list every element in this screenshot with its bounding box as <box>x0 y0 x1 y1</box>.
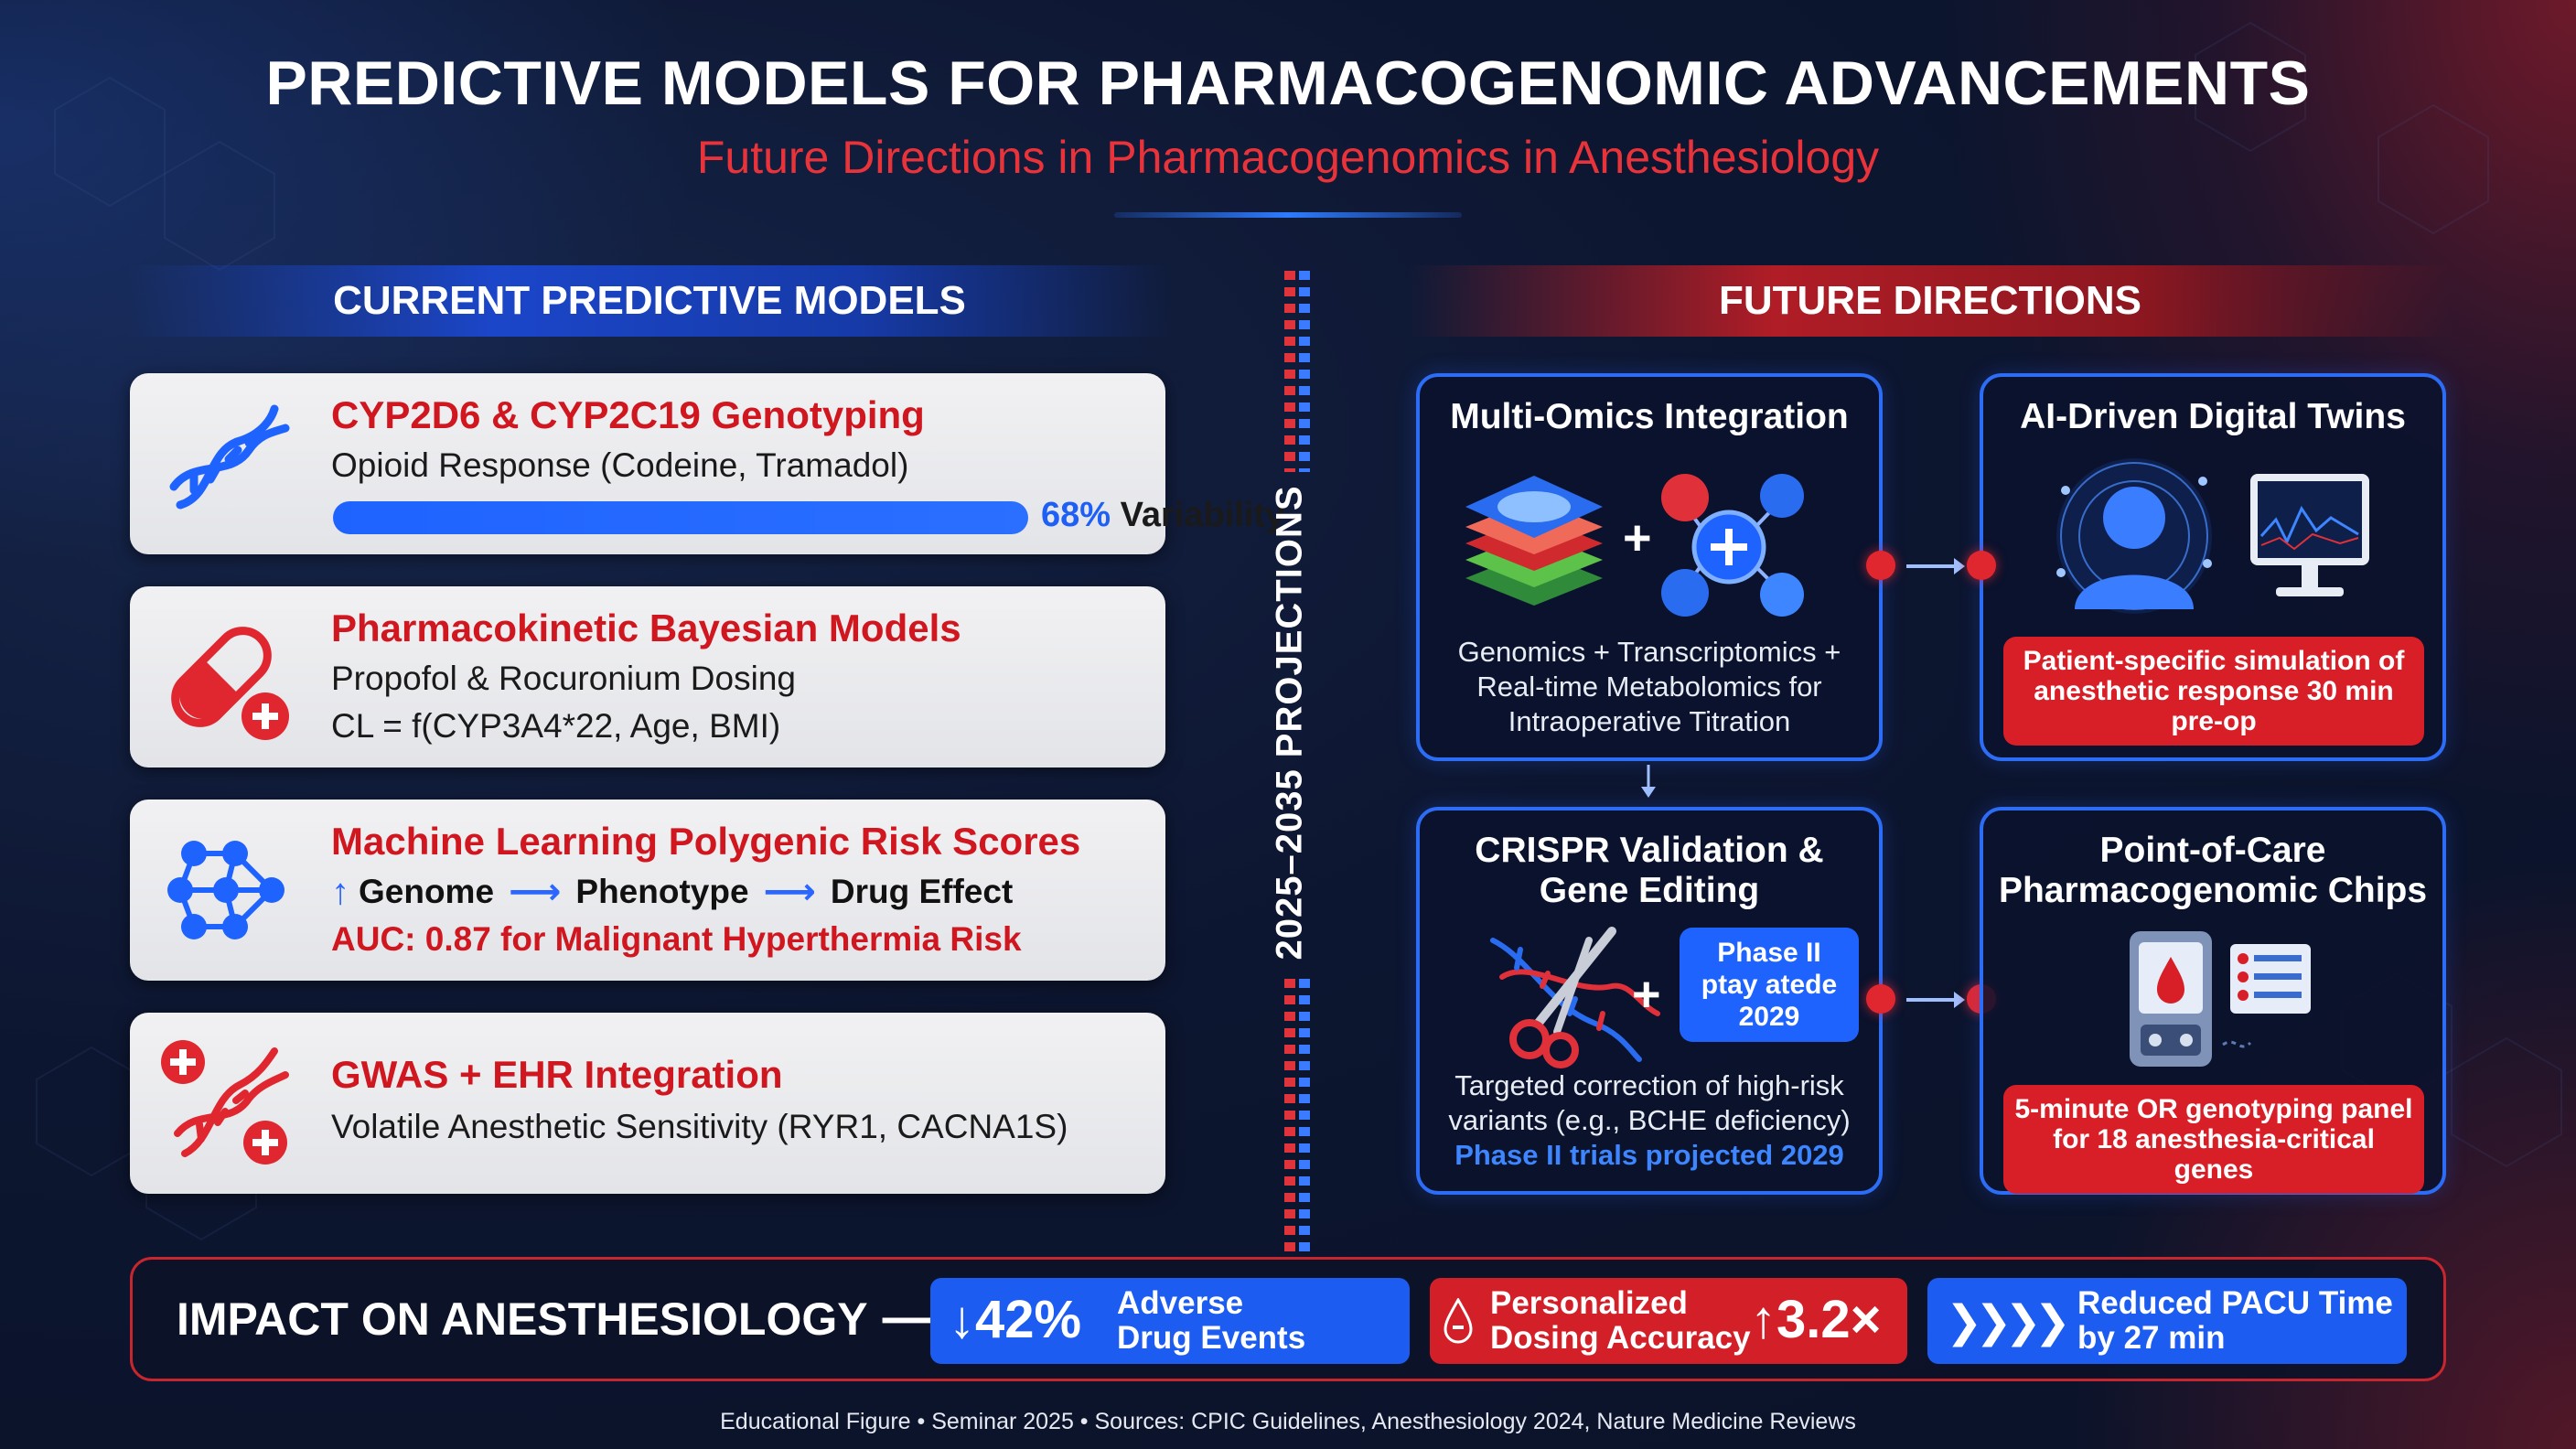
pill-line: Patient-specific simulation of <box>2023 646 2405 676</box>
digital-twin-icon <box>2056 458 2369 614</box>
box-multi-omics: Multi-Omics Integration + Genomics + Tra… <box>1416 373 1883 761</box>
flow-step: Phenotype <box>575 873 749 910</box>
genotyping-chip-icon <box>2130 931 2311 1067</box>
connector-arrow-icon <box>1906 992 1965 1008</box>
box-text-line: Real-time Metabolomics for <box>1476 671 1822 703</box>
pill-line: for 18 anesthesia-critical genes <box>2053 1124 2375 1185</box>
projections-label: 2025–2035 PROJECTIONS <box>1269 485 1310 961</box>
variability-label: 68% Variability <box>1041 496 1284 535</box>
auc-metric: AUC: 0.87 for Malignant Hyperthermia Ris… <box>331 920 1022 958</box>
drop-icon <box>1444 1298 1473 1344</box>
chevrons-icon: ❯❯❯❯ <box>1946 1298 2071 1347</box>
page-title: PREDICTIVE MODELS FOR PHARMACOGENOMIC AD… <box>265 48 2311 118</box>
svg-text:+: + <box>1623 510 1652 565</box>
card-line: Opioid Response (Codeine, Tramadol) <box>331 446 909 484</box>
impact-text: Adverse Drug Events <box>1117 1286 1305 1356</box>
box-title: Pharmacogenomic Chips <box>1998 871 2428 910</box>
impact-tile-pacu-time: ❯❯❯❯ Reduced PACU Time by 27 min <box>1927 1278 2407 1364</box>
digital-twin-pill: Patient-specific simulation of anestheti… <box>2003 637 2424 746</box>
card-gwas-ehr: GWAS + EHR Integration Volatile Anesthet… <box>130 1013 1165 1194</box>
box-title: Gene Editing <box>1539 871 1760 910</box>
variability-percent: 68% <box>1041 496 1111 534</box>
dna-plus-icon <box>161 1040 289 1165</box>
badge-line: 2029 <box>1738 1002 1800 1032</box>
box-digital-twins: AI-Driven Digital Twins Patient-specific… <box>1980 373 2446 761</box>
impact-text-line: Adverse <box>1117 1285 1244 1321</box>
variability-bar <box>333 501 1028 534</box>
flow-step: Genome <box>359 873 495 910</box>
neural-network-icon <box>167 841 284 939</box>
connector-dot <box>1967 551 1996 580</box>
box-text-line: variants (e.g., BCHE deficiency) <box>1448 1104 1851 1136</box>
badge-line: Phase II <box>1717 938 1821 968</box>
footer-sources: Educational Figure • Seminar 2025 • Sour… <box>720 1409 1856 1434</box>
page-subtitle: Future Directions in Pharmacogenomics in… <box>696 132 1880 183</box>
phase-badge: Phase II ptay atede 2029 <box>1680 928 1859 1042</box>
impact-stat: ↑3.2× <box>1750 1290 1882 1349</box>
impact-tile-adverse-events: ↓42% Adverse Drug Events <box>930 1278 1410 1364</box>
impact-text-line: Drug Events <box>1117 1320 1306 1356</box>
box-poc-chips: Point-of-Care Pharmacogenomic Chips 5-mi… <box>1980 807 2446 1195</box>
divider-dashes-bottom-blue <box>1299 979 1310 1253</box>
box-crispr: CRISPR Validation & Gene Editing + Phase… <box>1416 807 1883 1195</box>
box-text-line: Targeted correction of high-risk <box>1454 1069 1844 1101</box>
right-arrow-icon: ⟶ <box>509 872 562 912</box>
box-title: CRISPR Validation & <box>1475 831 1824 870</box>
badge-line: ptay atede <box>1701 970 1838 1000</box>
card-line: Volatile Anesthetic Sensitivity (RYR1, C… <box>331 1108 1068 1145</box>
plus-icon: + <box>1632 967 1661 1022</box>
card-ml-polygenic: Machine Learning Polygenic Risk Scores ↑… <box>130 800 1165 981</box>
card-title: Pharmacokinetic Bayesian Models <box>331 606 961 649</box>
current-models-heading: CURRENT PREDICTIVE MODELS <box>128 265 1171 337</box>
connector-dot <box>1866 984 1895 1014</box>
chip-panel-pill: 5-minute OR genotyping panel for 18 anes… <box>2003 1085 2424 1194</box>
title-underline <box>1114 212 1462 218</box>
impact-text-line: Reduced PACU Time <box>2077 1285 2393 1321</box>
card-title: CYP2D6 & CYP2C19 Genotyping <box>331 393 925 436</box>
future-directions-heading: FUTURE DIRECTIONS <box>1409 265 2452 337</box>
flow-step: Drug Effect <box>830 873 1014 910</box>
impact-text-line: by 27 min <box>2077 1320 2226 1356</box>
impact-text: Personalized Dosing Accuracy <box>1490 1286 1751 1356</box>
impact-banner: IMPACT ON ANESTHESIOLOGY ⟶ ↓42% Adverse … <box>130 1257 2446 1381</box>
crispr-scissors-icon <box>1490 927 1660 1068</box>
impact-text: Reduced PACU Time by 27 min <box>2077 1286 2393 1356</box>
box-text-line: Genomics + Transcriptomics + <box>1457 636 1841 668</box>
genome-flow: ↑ Genome ⟶ Phenotype ⟶ Drug Effect <box>331 871 1013 913</box>
pill-line: anesthetic response 30 min <box>2034 676 2394 706</box>
impact-label: IMPACT ON ANESTHESIOLOGY ⟶ <box>177 1293 945 1346</box>
divider-dashes-top <box>1284 271 1295 472</box>
capsule-plus-icon <box>171 627 289 740</box>
variability-text: Variability <box>1120 496 1285 534</box>
variability-bar-fill <box>333 501 1028 534</box>
omics-layers-icon: + <box>1465 474 1804 617</box>
box-title: Multi-Omics Integration <box>1450 397 1849 436</box>
card-line: Propofol & Rocuronium Dosing <box>331 660 796 697</box>
connector-dot <box>1866 551 1895 580</box>
pill-line: 5-minute OR genotyping panel <box>2014 1094 2413 1124</box>
card-formula: CL = f(CYP3A4*22, Age, BMI) <box>331 707 781 745</box>
dna-helix-icon <box>169 404 290 510</box>
card-title: GWAS + EHR Integration <box>331 1053 783 1096</box>
box-title: Point-of-Care <box>2099 831 2326 870</box>
box-text-line: Intraoperative Titration <box>1508 705 1791 737</box>
card-cyp-genotyping: CYP2D6 & CYP2C19 Genotyping Opioid Respo… <box>130 373 1284 554</box>
right-arrow-icon: ⟶ <box>763 872 816 912</box>
box-text-blue: Phase II trials projected 2029 <box>1420 1138 1879 1173</box>
connector-arrow-icon <box>1906 558 1965 574</box>
impact-stat: ↓42% <box>949 1290 1082 1349</box>
impact-tile-dosing-accuracy: Personalized Dosing Accuracy ↑3.2× <box>1430 1278 1907 1364</box>
divider-dashes-bottom <box>1284 979 1295 1253</box>
trials-projection: Phase II trials projected 2029 <box>1454 1139 1844 1171</box>
down-arrow-icon <box>1641 765 1656 798</box>
impact-text-line: Personalized <box>1490 1285 1688 1321</box>
pill-line: pre-op <box>2171 706 2257 736</box>
impact-label-text: IMPACT ON ANESTHESIOLOGY <box>177 1293 867 1345</box>
card-title: Machine Learning Polygenic Risk Scores <box>331 820 1081 863</box>
impact-text-line: Dosing Accuracy <box>1490 1320 1751 1356</box>
card-bayesian-models: Pharmacokinetic Bayesian Models Propofol… <box>130 586 1165 767</box>
box-title: AI-Driven Digital Twins <box>2020 397 2406 436</box>
divider-dashes-top-blue <box>1299 271 1310 472</box>
up-arrow-icon: ↑ <box>331 871 349 912</box>
